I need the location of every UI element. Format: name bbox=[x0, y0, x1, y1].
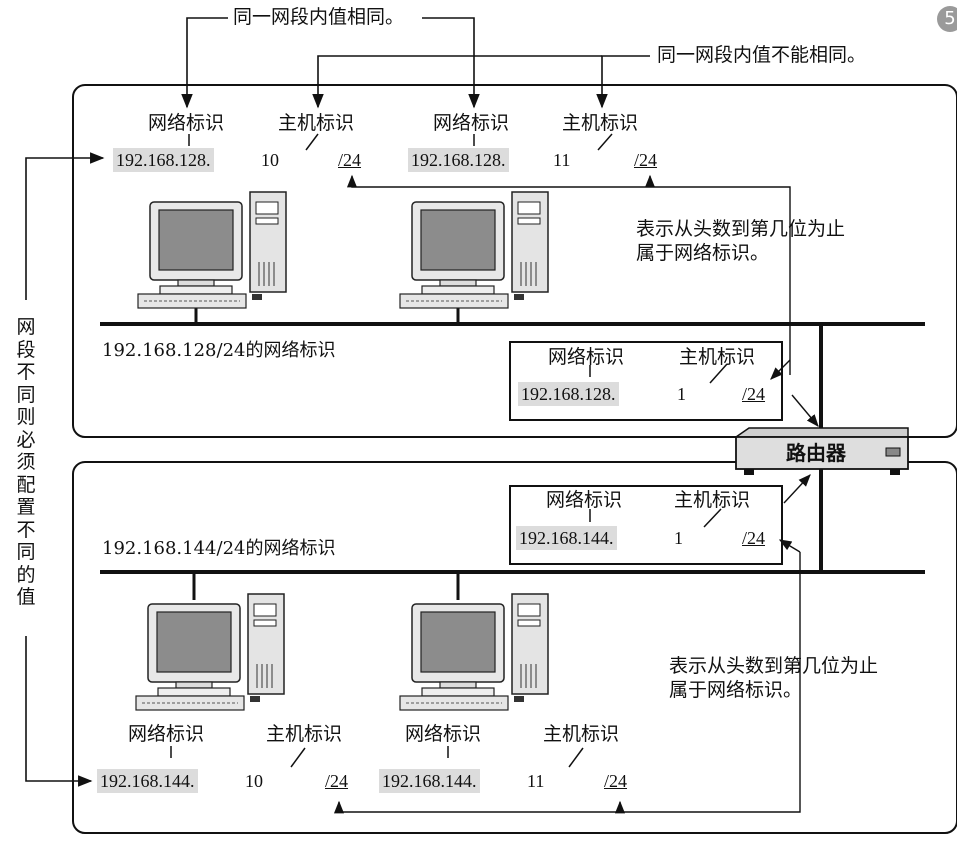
host-id: 11 bbox=[553, 150, 571, 170]
router-label: 路由器 bbox=[786, 441, 846, 465]
segment-2-label: 192.168.144/24的网络标识 bbox=[102, 538, 336, 559]
router-if-2-box bbox=[509, 485, 783, 565]
net-label: 网络标识 bbox=[546, 489, 623, 511]
net-label: 网络标识 bbox=[548, 346, 625, 368]
segment-1-panel bbox=[72, 84, 957, 438]
host-label: 主机标识 bbox=[543, 723, 620, 745]
prefix-note-1: 表示从头数到第几位为止属于网络标识。 bbox=[636, 218, 846, 264]
prefix: /24 bbox=[742, 384, 766, 404]
prefix: /24 bbox=[604, 771, 628, 791]
host-label: 主机标识 bbox=[674, 489, 751, 511]
net-id: 192.168.128. bbox=[518, 382, 619, 406]
net-label: 网络标识 bbox=[433, 112, 510, 134]
router-icon bbox=[733, 427, 909, 475]
net-label: 网络标识 bbox=[405, 723, 482, 745]
host-id: 1 bbox=[677, 384, 686, 404]
prefix: /24 bbox=[742, 528, 766, 548]
net-id: 192.168.144. bbox=[379, 769, 480, 793]
net-label: 网络标识 bbox=[148, 112, 225, 134]
net-id: 192.168.144. bbox=[516, 526, 617, 550]
pc-3-icon bbox=[135, 593, 285, 711]
pc-2-icon bbox=[399, 191, 549, 309]
net-id: 192.168.128. bbox=[408, 148, 509, 172]
host-id: 11 bbox=[527, 771, 545, 791]
net-id: 192.168.144. bbox=[97, 769, 198, 793]
host-id: 10 bbox=[245, 771, 263, 791]
host-id: 10 bbox=[261, 150, 279, 170]
prefix: /24 bbox=[325, 771, 349, 791]
note-same-value: 同一网段内值相同。 bbox=[230, 8, 408, 27]
host-label: 主机标识 bbox=[679, 346, 756, 368]
pc-1-icon bbox=[137, 191, 287, 309]
host-label: 主机标识 bbox=[278, 112, 355, 134]
host-id: 1 bbox=[674, 528, 683, 548]
router-if-1-box bbox=[509, 341, 783, 421]
side-note-vertical: 网段不同则必须配置不同的值 bbox=[15, 316, 37, 609]
host-label: 主机标识 bbox=[266, 723, 343, 745]
pc-4-icon bbox=[399, 593, 549, 711]
prefix: /24 bbox=[634, 150, 658, 170]
net-id: 192.168.128. bbox=[113, 148, 214, 172]
corner-badge: 5 bbox=[937, 6, 957, 32]
note-unique-value: 同一网段内值不能相同。 bbox=[654, 46, 870, 65]
segment-1-label: 192.168.128/24的网络标识 bbox=[102, 340, 336, 361]
segment-2-panel bbox=[72, 461, 957, 834]
net-label: 网络标识 bbox=[128, 723, 205, 745]
prefix: /24 bbox=[338, 150, 362, 170]
prefix-note-2: 表示从头数到第几位为止属于网络标识。 bbox=[669, 655, 879, 701]
host-label: 主机标识 bbox=[562, 112, 639, 134]
